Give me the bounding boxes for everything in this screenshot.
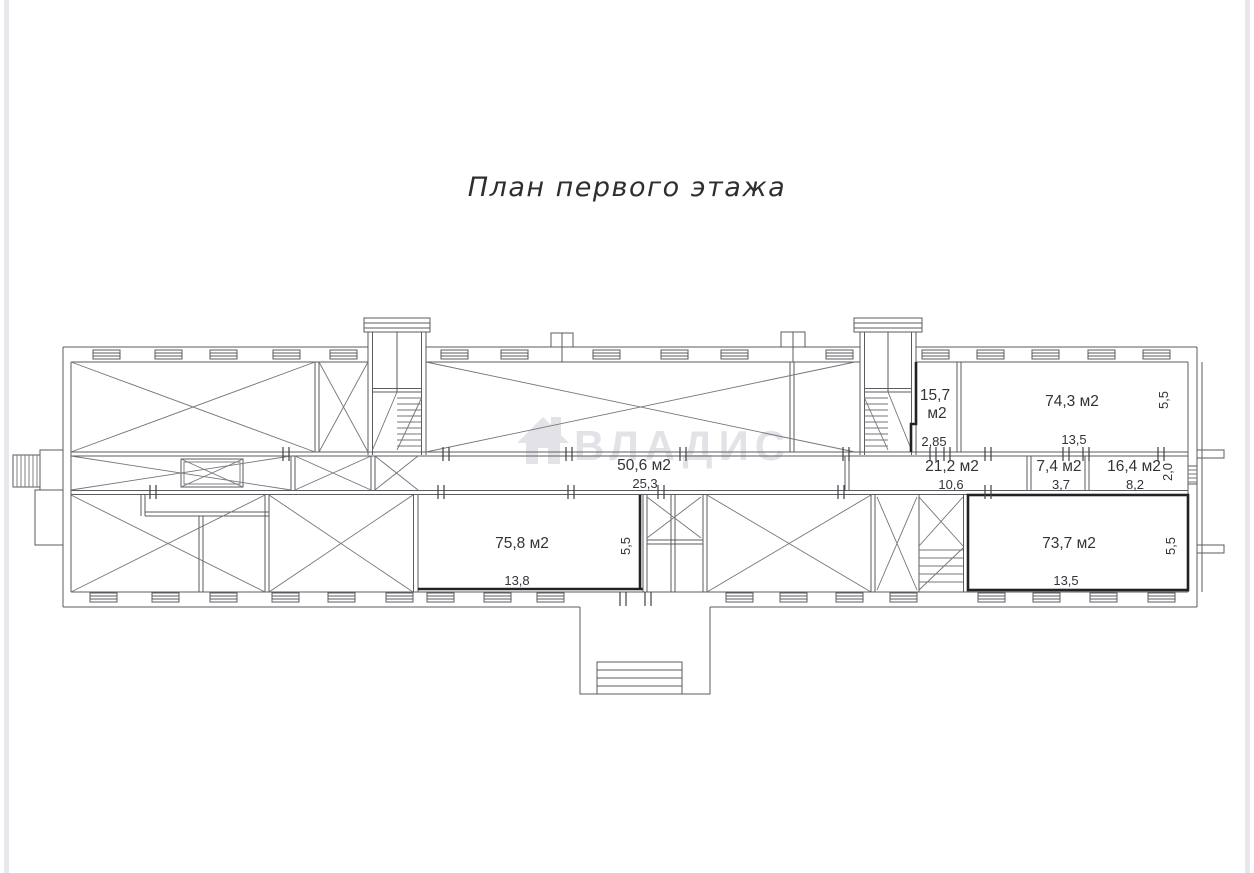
room-width-dim: 25,3 xyxy=(632,476,657,491)
room-16-4-label: 16,4 м2 8,2 xyxy=(1107,458,1161,492)
stair-tower-right xyxy=(853,317,923,455)
room-73-7-bold-wall xyxy=(966,493,1190,592)
windows-bottom xyxy=(89,592,1176,603)
corridor-walls xyxy=(71,451,1188,495)
right-corridor-partitions xyxy=(844,456,1090,490)
entrance-porch xyxy=(579,607,711,695)
room-15-7-bold-wall xyxy=(909,362,918,452)
room-width-dim: 10,6 xyxy=(938,477,963,492)
vent-shafts xyxy=(550,331,806,362)
corridor-50-6-label: 50,6 м2 25,3 xyxy=(617,457,671,491)
room-area: 15,7 xyxy=(920,387,950,404)
room-area-unit: м2 xyxy=(927,405,946,422)
room-area: 75,8 м2 xyxy=(495,535,549,552)
room-area: 16,4 м2 xyxy=(1107,458,1161,475)
room-width-dim: 13,5 xyxy=(1061,432,1086,447)
room-depth-dim: 5,5 xyxy=(1156,391,1171,409)
corridor-left-section xyxy=(70,455,419,491)
watermark-text: ВЛАДИС xyxy=(574,422,791,469)
room-width-dim: 2,85 xyxy=(921,434,946,449)
room-width-dim: 8,2 xyxy=(1126,477,1144,492)
room-area: 7,4 м2 xyxy=(1036,458,1081,475)
room-21-2-label: 21,2 м2 10,6 xyxy=(925,458,979,492)
room-width-dim: 13,8 xyxy=(504,573,529,588)
room-74-3-label: 74,3 м2 13,5 5,5 xyxy=(1045,391,1171,447)
top-rooms xyxy=(70,361,962,453)
room-7-4-label: 7,4 м2 3,7 xyxy=(1036,458,1081,492)
windows-top xyxy=(92,349,1171,360)
room-area: 74,3 м2 xyxy=(1045,393,1099,410)
room-depth-dim: 5,5 xyxy=(618,537,633,555)
room-depth-dim: 5,5 xyxy=(1163,537,1178,555)
room-width-dim: 3,7 xyxy=(1052,477,1070,492)
bottom-rooms xyxy=(70,493,1190,593)
room-area: 73,7 м2 xyxy=(1042,535,1096,552)
room-width-dim: 13,5 xyxy=(1053,573,1078,588)
room-area: 50,6 м2 xyxy=(617,457,671,474)
room-75-8-label: 75,8 м2 13,8 5,5 xyxy=(495,535,633,588)
photo-edge-right xyxy=(1245,0,1250,873)
photo-edge-left xyxy=(4,0,9,873)
corridor-right-depth-dim: 2,0 xyxy=(1160,463,1175,481)
left-entrance xyxy=(12,449,64,546)
room-75-8-bold-wall xyxy=(418,495,643,591)
stair-tower-left xyxy=(363,317,431,455)
room-73-7-label: 73,7 м2 13,5 5,5 xyxy=(1042,535,1178,588)
right-protrusions xyxy=(1187,449,1225,554)
page-title: План первого этажа xyxy=(468,172,786,203)
room-15-7-label: 15,7 м2 2,85 xyxy=(920,387,950,449)
room-area: 21,2 м2 xyxy=(925,458,979,475)
